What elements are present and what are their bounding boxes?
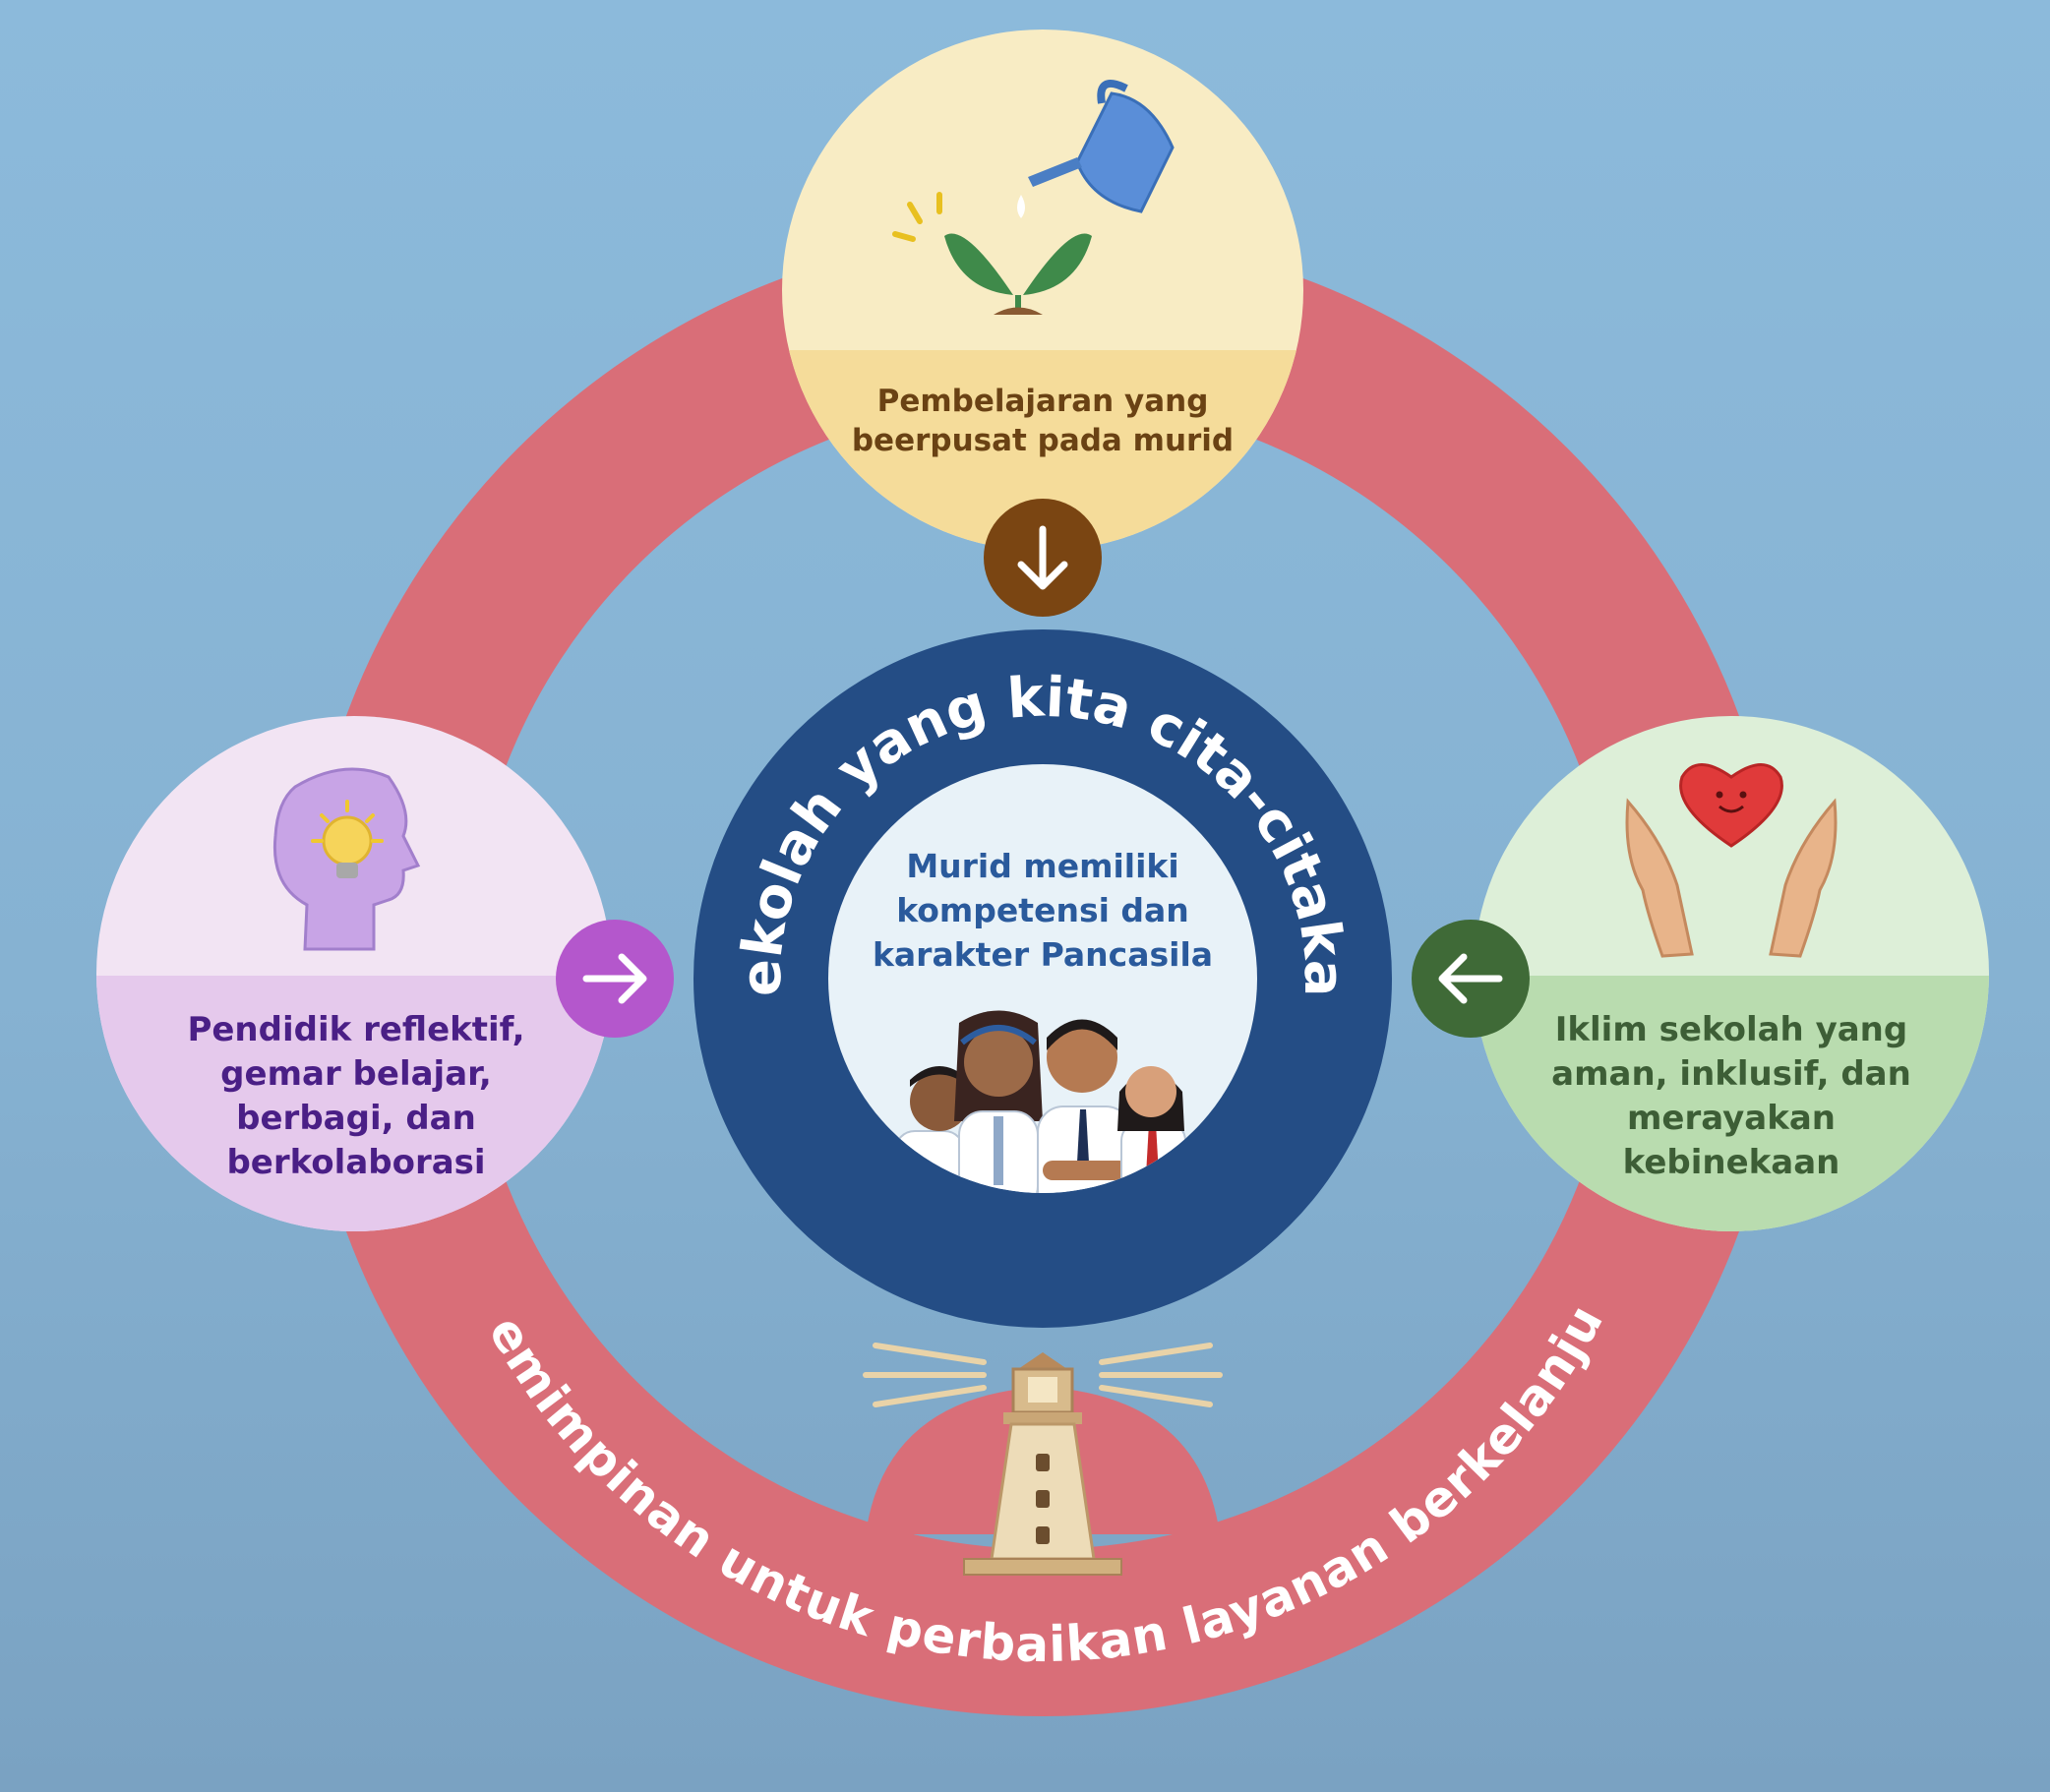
top-node: Pembelajaran yang beerpusat pada murid [782, 30, 1303, 617]
center-line-2: kompetensi dan [896, 891, 1189, 929]
arrow-left-icon [1412, 920, 1530, 1038]
plant-watering-can-icon [892, 80, 1175, 315]
left-line-1: Pendidik reflektif, [187, 1010, 524, 1049]
top-line-2: beerpusat pada murid [852, 423, 1234, 458]
center-line-3: karakter Pancasila [873, 935, 1213, 974]
left-line-4: berkolaborasi [226, 1143, 485, 1182]
center-line-1: Murid memiliki [906, 847, 1178, 885]
arrow-right-icon [556, 920, 674, 1038]
left-line-2: gemar belajar, [220, 1054, 492, 1094]
right-line-1: Iklim sekolah yang [1555, 1010, 1907, 1049]
right-node: Iklim sekolah yang aman, inklusif, dan m… [1412, 716, 1989, 1231]
left-node: Pendidik reflektif, gemar belajar, berba… [96, 716, 674, 1231]
top-line-1: Pembelajaran yang [877, 384, 1209, 419]
hands-heart-icon [1625, 763, 1838, 958]
right-line-2: aman, inklusif, dan [1551, 1054, 1911, 1094]
head-lightbulb-icon [272, 767, 421, 951]
right-line-3: merayakan [1627, 1099, 1836, 1138]
lighthouse-icon [863, 1343, 1223, 1576]
left-line-3: berbagi, dan [236, 1099, 476, 1138]
arrow-down-icon [984, 499, 1102, 617]
right-line-4: kebinekaan [1623, 1143, 1840, 1182]
